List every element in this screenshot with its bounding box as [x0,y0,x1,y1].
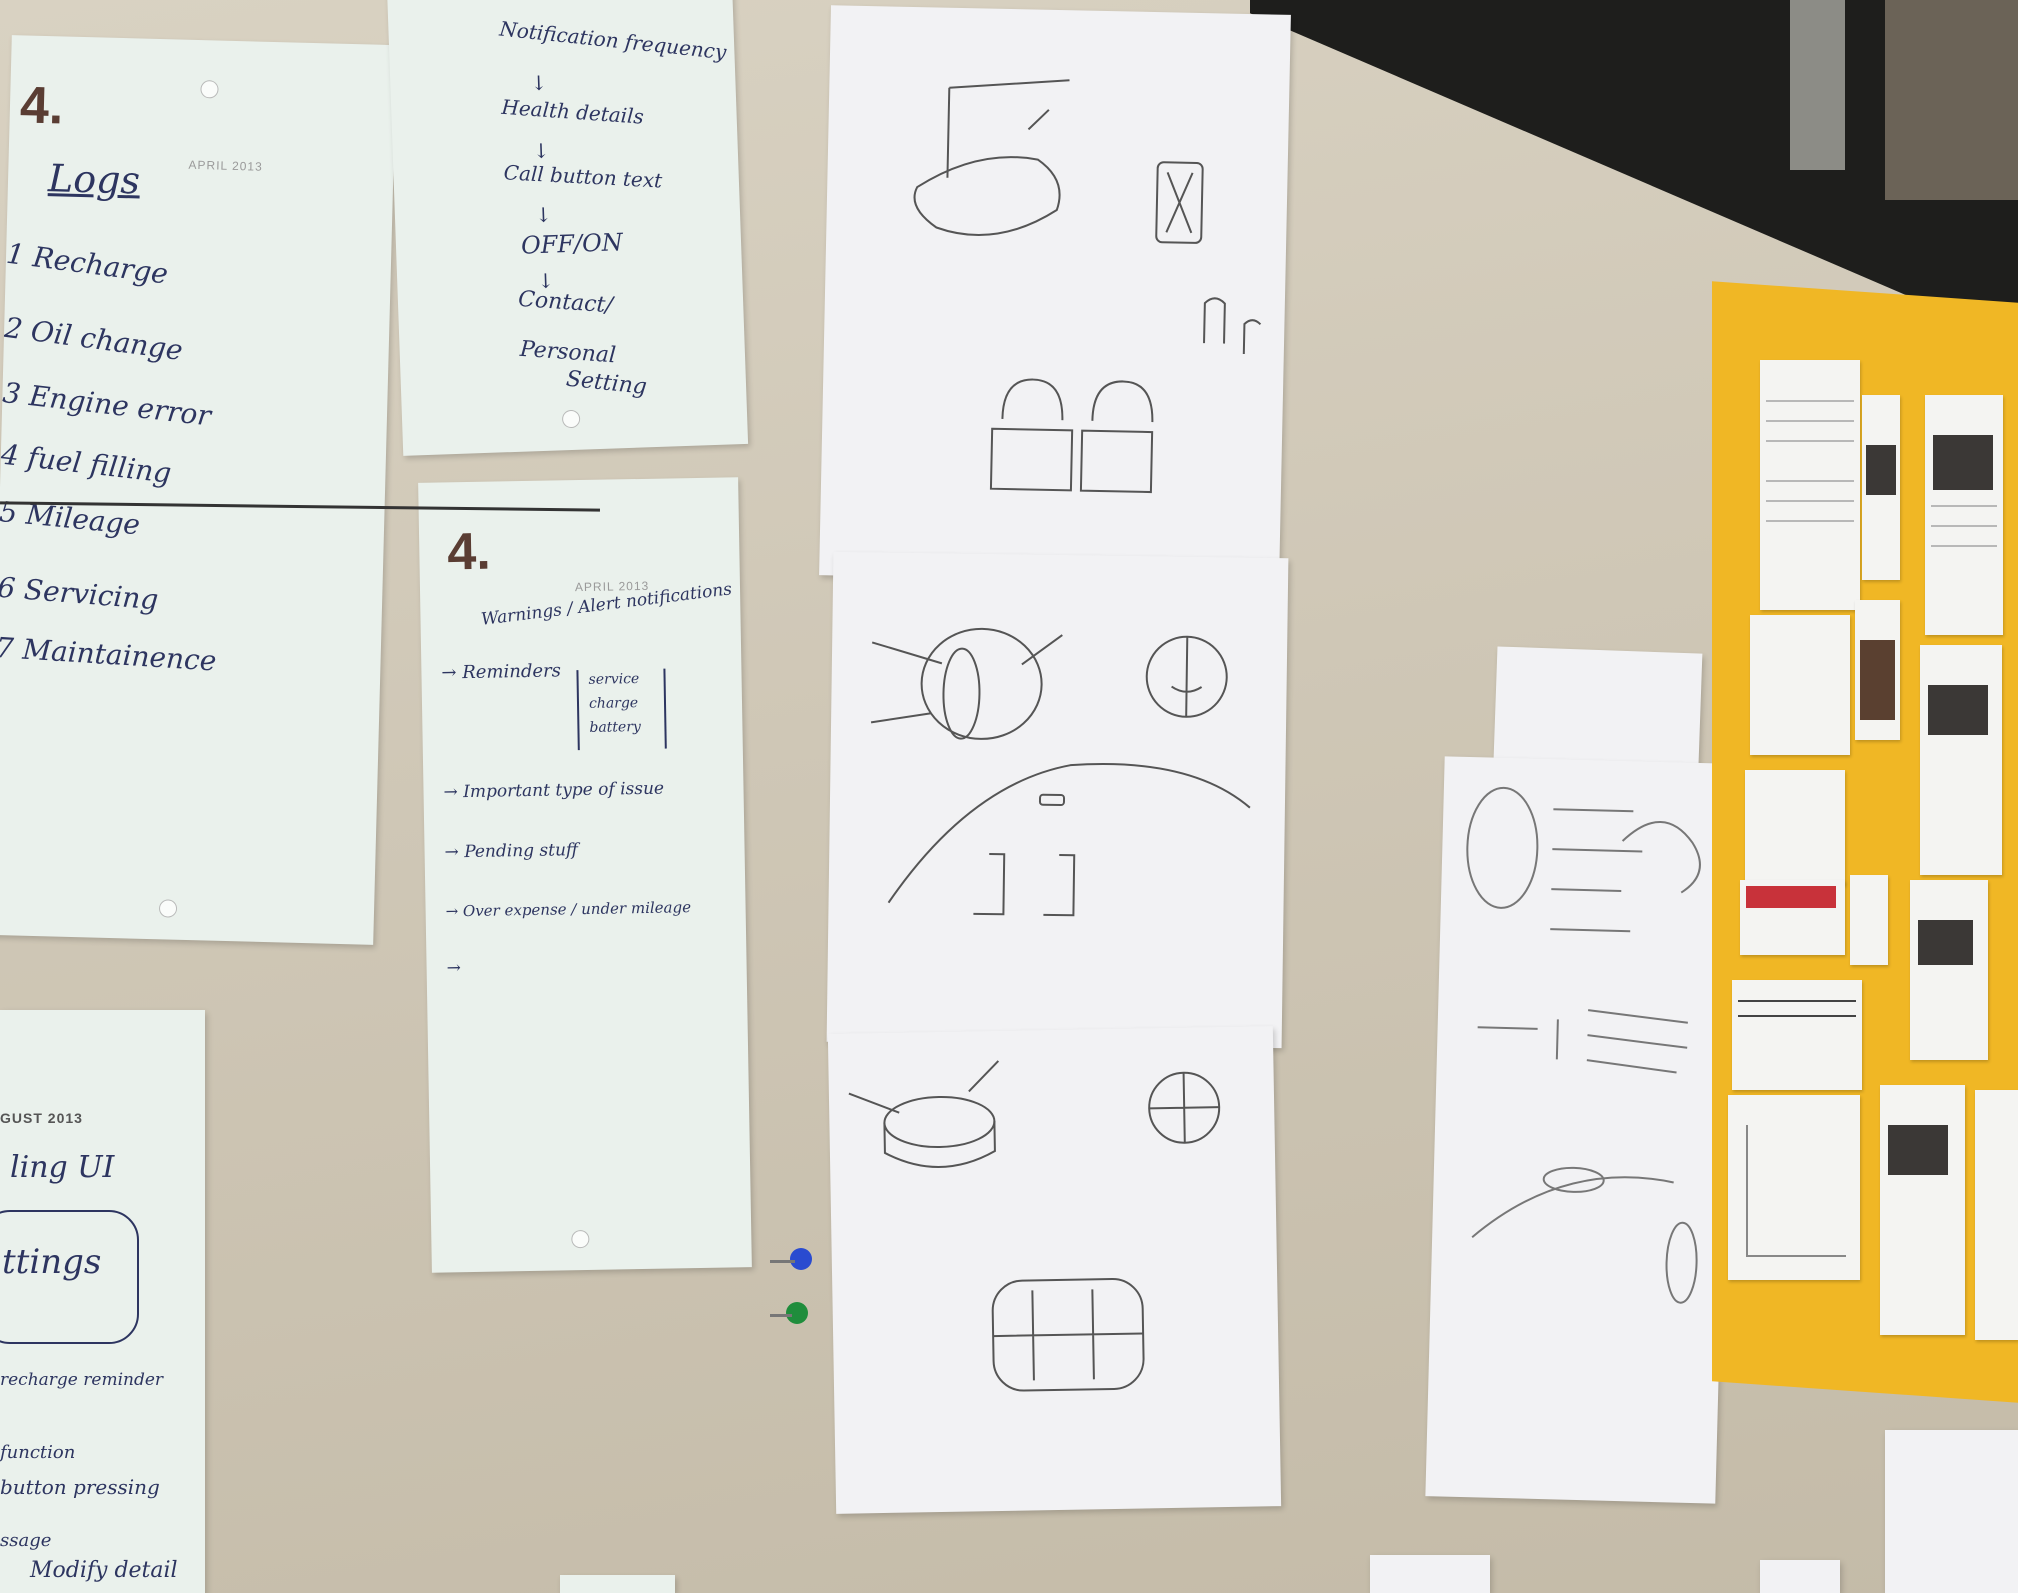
sketch-sheet-right [1425,756,1735,1504]
flow-line: Contact/ [517,286,614,319]
warning-item: → [446,958,462,979]
sketch-sheet-2 [826,551,1289,1049]
sheet-logs-item: 7 Maintainence [0,631,218,678]
news-clipping [1740,880,1845,955]
news-clipping [1855,600,1900,740]
news-clipping [1732,980,1862,1090]
news-clipping [1862,395,1900,580]
pushpin-needle [770,1260,795,1263]
sheet-bottom-edge [1760,1560,1840,1593]
ceiling-panel [1885,0,2018,200]
sketch-sheet-1 [819,5,1291,585]
pushpin-green [786,1302,808,1324]
flow-arrow: ↓ [532,138,550,164]
sheet-bottom-box-text: ttings [2,1242,102,1282]
sheet-logs-heading: Logs [47,156,141,203]
sketch-sheet-3 [827,1026,1282,1514]
news-clipping [1745,770,1845,885]
news-clipping [1728,1095,1860,1280]
news-clipping [1975,1090,2018,1340]
sheet-logs-item: 4 fuel filling [0,437,174,490]
flow-line: Call button text [503,160,663,193]
news-clipping [1880,1085,1965,1335]
thumbtack [158,899,178,918]
flow-line: Personal [519,336,617,369]
flow-line: Health details [500,94,645,129]
bottom-item: Modify detail [30,1558,178,1583]
device-sketch [848,1060,1221,1392]
flow-arrow: ↓ [529,70,548,96]
thumbtack [200,80,219,99]
bracket: service charge battery [576,668,667,751]
ceiling-post [1790,0,1845,170]
flow-line: Setting [564,366,649,400]
sheet-warnings: 4. APRIL 2013 Warnings / Alert notificat… [418,477,752,1273]
news-clipping [1850,875,1888,965]
warning-item: → Pending stuff [444,840,579,863]
sheet-logs: 4. APRIL 2013 Logs 1 Recharge 2 Oil chan… [0,35,397,945]
news-clipping [1750,615,1850,755]
sheet-bottom-edge [560,1575,675,1593]
warning-item: → Important type of issue [443,778,665,803]
news-clipping [1910,880,1988,1060]
sheet-settings-flow: Notification frequency ↓ Health details … [386,0,749,456]
bottom-item: ssage [0,1530,52,1551]
thumbtack [571,1229,590,1249]
sheet-warnings-number: 4. [446,522,492,582]
warning-item: → Over expense / under mileage [445,898,692,921]
flow-line: Notification frequency [498,16,728,65]
news-clipping [1925,395,2003,635]
news-clipping [1920,645,2002,875]
sheet-logs-item: 3 Engine error [1,375,213,433]
device-sketch [913,79,1262,494]
bottom-item: recharge reminder [0,1370,164,1390]
flow-line: OFF/ON [520,228,624,260]
warning-item: battery [589,719,642,736]
bottom-item: button pressing [0,1475,160,1499]
device-sketch [1466,786,1701,1304]
sheet-bottom-right [1885,1430,2018,1593]
sheet-bottom-month: GUST 2013 [0,1110,83,1126]
sheet-bottom-heading: ling UI [10,1150,115,1185]
bottom-item: function [0,1442,76,1463]
news-clipping [1760,360,1860,610]
warning-item: charge [588,695,639,712]
device-sketch [870,627,1251,917]
sheet-logs-item: 2 Oil change [2,310,185,367]
sheet-logs-item: 6 Servicing [0,570,160,617]
sheet-logs-number: 4. [19,76,65,136]
warning-item: service [588,671,640,688]
pushpin-blue [790,1248,812,1270]
flow-arrow: ↓ [534,202,553,228]
warning-item: → Reminders [441,660,562,684]
sheet-bottom-edge [1370,1555,1490,1593]
sheet-bottom-left: GUST 2013 ling UI ttings recharge remind… [0,1010,205,1593]
settings-ui-sketch: ttings [0,1210,139,1344]
sheet-logs-item: 1 Recharge [4,236,171,291]
pushpin-needle [770,1314,792,1317]
thumbtack [561,409,581,429]
sheet-logs-month: APRIL 2013 [188,157,263,174]
